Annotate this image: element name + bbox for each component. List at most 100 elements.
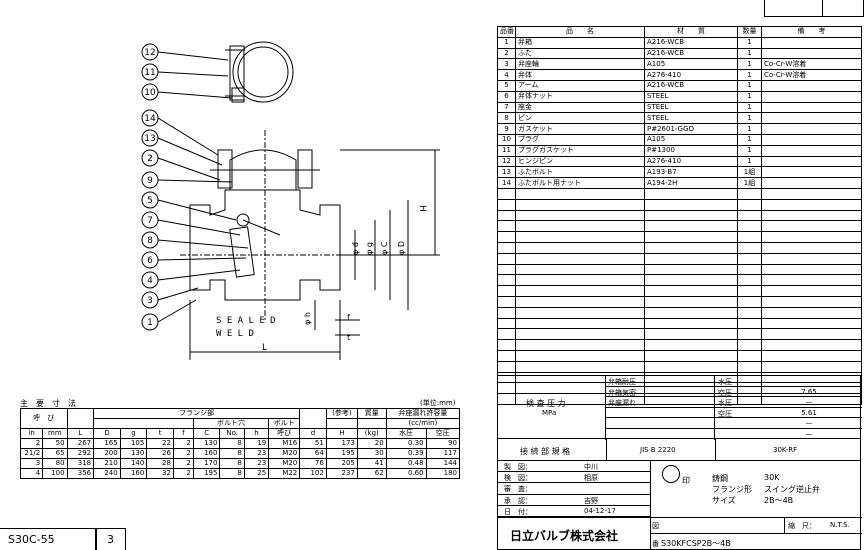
parts-cell: P#1300 — [644, 144, 738, 157]
dims-cell: 22 — [146, 438, 174, 449]
dims-cell: 30 — [356, 448, 387, 459]
dims-leak-unit: (cc/min) — [385, 418, 461, 429]
number-label: 番 — [652, 540, 659, 548]
dims-cell: 26 — [146, 448, 174, 459]
dims-bolt-hole-header: ボルト穴 — [192, 418, 270, 429]
dims-nominal-header: 呼 び — [20, 408, 68, 429]
parts-cell: 2 — [497, 47, 516, 60]
parts-cell: 1 — [737, 155, 762, 168]
connection-standard: JIS B 2220 — [640, 446, 676, 454]
callout-leader — [157, 137, 223, 166]
parts-cell: プラグ — [515, 133, 645, 146]
parts-cell: 7 — [497, 101, 516, 114]
top-right-box — [764, 0, 864, 17]
title-block-name: 中川 — [584, 463, 598, 471]
title-block-role: 日 付： — [504, 507, 532, 516]
parts-cell: 11 — [497, 144, 516, 157]
callout-number: 12 — [144, 48, 155, 58]
product-rating: 30K — [764, 473, 780, 482]
dims-cell: 318 — [66, 458, 95, 469]
parts-empty-row — [497, 263, 862, 276]
parts-cell — [761, 166, 862, 179]
dims-col-header: h — [243, 428, 270, 439]
parts-header: 品番 — [497, 26, 516, 38]
dims-col-header: in — [19, 428, 44, 439]
dims-cell: 237 — [325, 468, 358, 479]
inspection-item: 弁箱気密 — [608, 388, 636, 397]
dims-cell: 21/2 — [19, 448, 44, 459]
footer-code: S30C-55 — [8, 533, 55, 546]
parts-cell: 弁体 — [515, 69, 645, 81]
dims-cell: 292 — [66, 448, 95, 459]
connection-value: 30K-RF — [773, 446, 798, 454]
parts-empty-row — [497, 328, 862, 341]
title-block-role: 検 図： — [504, 474, 532, 483]
dims-cell: 3 — [19, 458, 44, 469]
callout-leader — [157, 179, 233, 183]
callout-leader — [157, 117, 219, 156]
parts-cell: Co-Cr-W溶着 — [761, 58, 862, 71]
dims-cell: 100 — [42, 468, 68, 479]
dims-cell: 8 — [219, 448, 245, 459]
parts-cell: ガスケット — [515, 123, 645, 135]
parts-empty-row — [497, 349, 862, 362]
dims-cell: 64 — [299, 448, 327, 459]
parts-cell: ふたボルト — [515, 166, 645, 179]
inspection-value: — — [805, 430, 813, 438]
dims-bolt-header: ボルト — [268, 418, 301, 429]
dims-cell: 140 — [119, 458, 148, 469]
inspection-medium: 空圧 — [718, 409, 732, 418]
dims-cell: 62 — [356, 468, 387, 479]
parts-cell — [761, 177, 862, 189]
dims-cell: 23 — [243, 448, 270, 459]
parts-cell: 弁体ナット — [515, 90, 645, 103]
dims-cell: 4 — [19, 468, 44, 479]
product-material: 鋳鋼 — [712, 474, 728, 483]
hinge-view-inner — [237, 46, 289, 98]
parts-cell: 1 — [737, 47, 762, 60]
dim-L-label: L — [262, 343, 267, 353]
sealed-label: S E A L E D — [216, 316, 276, 326]
dims-cell: 19 — [243, 438, 270, 449]
callout-number: 11 — [144, 68, 155, 78]
inspection-item: 弁座漏れ — [608, 399, 636, 408]
dims-cell: 25 — [243, 468, 270, 479]
dims-cell: 28 — [146, 458, 174, 469]
title-block-row: 検 図：相原 — [498, 472, 650, 484]
parts-cell: ヒンジピン — [515, 155, 645, 168]
inspection-value: — — [805, 419, 813, 428]
inspection-unit: MPa — [542, 409, 557, 417]
dims-col-header: D — [93, 428, 121, 439]
parts-header: 備 考 — [761, 26, 862, 38]
dims-leak-header: 弁座漏れ許容量 — [385, 408, 461, 419]
title-block-row: 承 認：吉野 — [498, 495, 650, 506]
inspection-value: 7.65 — [801, 387, 817, 396]
parts-cell: A216-WCB — [644, 79, 738, 92]
dims-cell: 102 — [299, 468, 327, 479]
dims-cell: 267 — [66, 438, 95, 449]
dims-cell: 105 — [119, 438, 148, 449]
dims-cell: 356 — [66, 468, 95, 479]
dims-cell: M20 — [268, 448, 301, 459]
inspection-medium: 空圧 — [718, 388, 732, 397]
dims-cell: 50 — [42, 438, 68, 449]
callout-group — [141, 43, 249, 331]
dims-cell: 2 — [19, 438, 44, 449]
inspection-row: 弁座漏れ水圧— — [606, 397, 862, 408]
parts-cell: A194-2H — [644, 177, 738, 189]
approval-mark: 印 — [682, 476, 690, 485]
parts-cell: A216-WCB — [644, 36, 738, 49]
dims-col-header: 空圧 — [425, 428, 461, 439]
dims-cell: 200 — [93, 448, 121, 459]
dim-t-label: t — [347, 333, 350, 342]
parts-cell — [761, 155, 862, 168]
parts-cell: 弁箱 — [515, 36, 645, 49]
parts-cell: 1 — [737, 123, 762, 135]
parts-cell: 1 — [737, 36, 762, 49]
title-block-name: 吉野 — [584, 496, 598, 505]
